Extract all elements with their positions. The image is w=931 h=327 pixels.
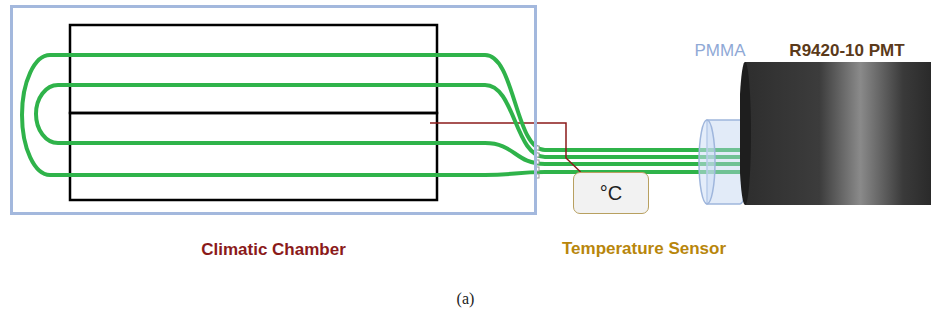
- sensor-wire: [537, 123, 581, 172]
- optical-fibers: [22, 55, 740, 175]
- pmma-label: PMMA: [690, 41, 750, 61]
- figure-caption: (a): [0, 290, 931, 308]
- pmt-label: R9420-10 PMT: [768, 41, 926, 61]
- unit-label: °C: [574, 182, 648, 205]
- temperature-sensor: °CTemperature Sensor: [573, 172, 649, 214]
- photomultiplier-tube: R9420-10 PMT: [740, 40, 931, 210]
- sensor-label: Temperature Sensor: [544, 239, 744, 259]
- pmt-body: [740, 40, 931, 210]
- climatic-chamber: Climatic Chamber: [10, 5, 537, 215]
- sample-block: [70, 25, 437, 113]
- chamber-label: Climatic Chamber: [13, 240, 534, 260]
- sample-block: [70, 113, 437, 200]
